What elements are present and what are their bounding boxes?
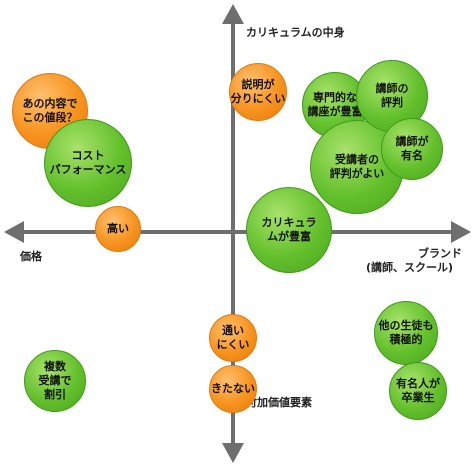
bubble-label: 有名人が 卒業生 bbox=[396, 377, 440, 404]
axis-label-top: カリキュラムの中身 bbox=[246, 26, 345, 39]
arrow-down-icon bbox=[222, 443, 244, 463]
bubble-label: 高い bbox=[107, 222, 129, 235]
bubble-expensive: 高い bbox=[95, 206, 141, 252]
bubble-cost-performance: コスト パフォーマンス bbox=[44, 119, 132, 207]
bubble-label: 講師の 評判 bbox=[375, 82, 409, 109]
arrow-right-icon bbox=[451, 221, 471, 243]
bubble-other-students: 他の生徒も 積極的 bbox=[374, 301, 438, 365]
arrow-left-icon bbox=[4, 221, 24, 243]
bubble-label: きたない bbox=[211, 382, 255, 395]
bubble-hard-commute: 通い にくい bbox=[209, 314, 257, 362]
axis-label-left: 価格 bbox=[20, 250, 42, 263]
bubble-rich-curriculum: カリキュラ ムが豊富 bbox=[246, 187, 332, 273]
bubble-label: 専門的な 講座が豊富 bbox=[307, 91, 363, 118]
bubble-label: あの内容で この値段？ bbox=[22, 97, 78, 124]
bubble-label: コスト パフォーマンス bbox=[49, 149, 127, 176]
axis-label-right-line1: ブランド bbox=[418, 247, 462, 260]
bubble-dirty: きたない bbox=[209, 365, 257, 413]
axis-label-bottom: 付加価値要素 bbox=[246, 396, 312, 409]
bubble-instructor-reputation: 講師の 評判 bbox=[356, 60, 428, 132]
bubble-famous-instructor: 講師が 有名 bbox=[381, 118, 443, 180]
bubble-clear-explanation: 説明が 分りにくい bbox=[229, 63, 287, 121]
bubble-multiple-discount: 複数 受講で 割引 bbox=[24, 350, 86, 412]
bubble-label: 受講者の 評判がよい bbox=[329, 153, 385, 180]
bubble-label: 通い にくい bbox=[216, 324, 250, 351]
bubble-label: 複数 受講で 割引 bbox=[38, 360, 72, 401]
bubble-label: カリキュラ ムが豊富 bbox=[261, 216, 317, 243]
bubble-label: 他の生徒も 積極的 bbox=[378, 319, 434, 346]
axis-label-right-line2: (講師、スクール) bbox=[366, 261, 454, 274]
arrow-up-icon bbox=[222, 4, 244, 24]
bubble-famous-alumni: 有名人が 卒業生 bbox=[389, 362, 447, 420]
bubble-label: 講師が 有名 bbox=[395, 135, 429, 162]
bubble-label: 説明が 分りにくい bbox=[230, 78, 286, 105]
